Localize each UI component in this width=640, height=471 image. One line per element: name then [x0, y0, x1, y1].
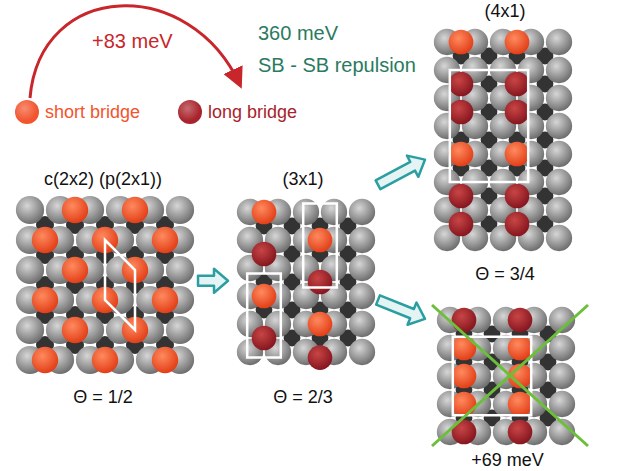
surface-panel — [237, 199, 375, 370]
legend-item: long bridge — [178, 100, 297, 124]
long-bridge-atom — [449, 212, 474, 237]
substrate-atom — [546, 141, 572, 167]
short-bridge-atom — [308, 228, 333, 253]
short-bridge-atom — [152, 347, 178, 373]
short-bridge-atom — [32, 347, 58, 373]
surface-panel — [434, 29, 572, 251]
cross-line — [432, 305, 588, 446]
short-bridge-atom — [452, 364, 477, 389]
long-bridge-atom — [449, 72, 474, 97]
long-bridge-atom — [505, 184, 530, 209]
energy-label: +83 meV — [92, 30, 173, 53]
short-bridge-atom — [449, 30, 474, 55]
short-bridge-atom — [152, 287, 178, 313]
long-bridge-atom — [505, 100, 530, 125]
legend-item: short bridge — [15, 100, 140, 124]
long-bridge-atom — [308, 345, 333, 370]
substrate-atom — [546, 225, 572, 251]
substrate-atom — [546, 113, 572, 139]
short-bridge-atom — [152, 227, 178, 253]
long-bridge-atom — [508, 308, 533, 333]
short-bridge-atom — [308, 312, 333, 337]
short-bridge-atom — [505, 142, 530, 167]
substrate-atom — [549, 363, 575, 389]
legend-text: short bridge — [45, 102, 140, 123]
short-bridge-atom — [452, 336, 477, 361]
structure-panel: c(2x2) (p(2x1)) Θ = 1/2 — [8, 168, 198, 408]
unit-cell — [453, 337, 531, 415]
long-bridge-atom — [308, 270, 333, 295]
cross-line — [432, 305, 588, 446]
substrate-atom — [349, 283, 375, 309]
unit-cell — [450, 70, 528, 182]
substrate-atom — [166, 196, 194, 224]
short-bridge-atom — [508, 336, 533, 361]
short-bridge-atom — [32, 287, 58, 313]
transition-arrow — [198, 269, 228, 293]
short-bridge-atom — [62, 257, 88, 283]
coverage-label: Θ = 3/4 — [475, 263, 535, 285]
substrate-atom — [349, 227, 375, 253]
substrate-atom — [349, 199, 375, 225]
structure-panel: (3x1) Θ = 2/3 — [228, 168, 378, 408]
substrate-atom — [166, 256, 194, 284]
structure-label: c(2x2) (p(2x1)) — [44, 168, 162, 190]
long-bridge-atom — [452, 308, 477, 333]
short-bridge-atom — [252, 284, 277, 309]
structure-panel: (4x1) Θ = 3/4 — [425, 0, 585, 285]
substrate-atom — [16, 256, 44, 284]
substrate-atom — [546, 29, 572, 55]
substrate-atom — [546, 57, 572, 83]
coverage-label: Θ = 1/2 — [73, 386, 133, 408]
unit-cell — [247, 274, 281, 358]
substrate-atom — [349, 311, 375, 337]
substrate-atom — [546, 85, 572, 111]
short-bridge-atom — [92, 347, 118, 373]
structure-label: (4x1) — [484, 0, 525, 22]
long-bridge-atom — [449, 100, 474, 125]
short-bridge-atom — [449, 142, 474, 167]
unit-cell — [105, 240, 135, 330]
legend-swatch — [178, 100, 202, 124]
transition-arrow — [376, 156, 425, 190]
legend-text: long bridge — [208, 102, 297, 123]
legend-swatch — [15, 100, 39, 124]
transition-arrow — [376, 295, 425, 324]
long-bridge-atom — [505, 72, 530, 97]
substrate-atom — [349, 339, 375, 365]
substrate-atom — [349, 255, 375, 281]
substrate-atom — [166, 316, 194, 344]
coverage-label: +69 meV — [471, 449, 544, 471]
repulsion-note: SB - SB repulsion — [258, 54, 416, 77]
long-bridge-atom — [252, 242, 277, 267]
short-bridge-atom — [122, 197, 148, 223]
repulsion-note: 360 meV — [258, 22, 338, 45]
short-bridge-atom — [452, 392, 477, 417]
long-bridge-atom — [505, 212, 530, 237]
transfer-arc — [30, 6, 240, 98]
surface-panel — [16, 196, 194, 374]
substrate-atom — [16, 316, 44, 344]
long-bridge-atom — [252, 326, 277, 351]
short-bridge-atom — [505, 30, 530, 55]
structure-label: (3x1) — [282, 168, 323, 190]
short-bridge-atom — [508, 392, 533, 417]
short-bridge-atom — [62, 317, 88, 343]
short-bridge-atom — [32, 227, 58, 253]
structure-panel: +69 meV — [425, 292, 590, 471]
substrate-atom — [546, 197, 572, 223]
unit-cell — [303, 204, 337, 288]
long-bridge-atom — [449, 184, 474, 209]
substrate-atom — [546, 169, 572, 195]
short-bridge-atom — [62, 197, 88, 223]
short-bridge-atom — [252, 200, 277, 225]
long-bridge-atom — [508, 420, 533, 445]
coverage-label: Θ = 2/3 — [273, 386, 333, 408]
substrate-atom — [16, 196, 44, 224]
